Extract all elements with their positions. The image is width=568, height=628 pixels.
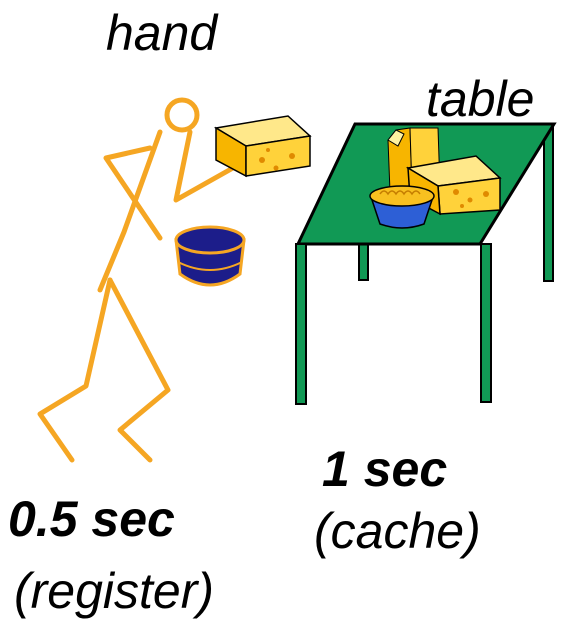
table-leg-front-right — [480, 243, 492, 403]
mac-and-cheese-bowl — [369, 185, 435, 229]
table-label: table — [426, 71, 535, 127]
cheese-wedge-on-table — [405, 155, 502, 216]
figure-front-arm — [103, 145, 163, 241]
figure-torso — [97, 129, 163, 293]
cache-label: (cache) — [314, 503, 481, 559]
register-label: (register) — [14, 563, 215, 619]
hand-label: hand — [106, 5, 218, 61]
table-leg-back-right — [543, 125, 554, 282]
figure-head — [164, 97, 200, 133]
figure-back-leg — [37, 277, 113, 463]
cache-access-time: 1 sec — [322, 441, 448, 497]
table-leg-back-left — [358, 239, 369, 281]
figure-back-arm — [173, 129, 243, 203]
table-leg-front-left — [295, 243, 307, 405]
figure-front-leg — [107, 277, 171, 463]
cheese-in-hand — [213, 115, 312, 178]
stick-figure — [37, 97, 243, 463]
register-access-time: 0.5 sec — [8, 491, 175, 547]
bowl-in-hand — [174, 225, 246, 287]
